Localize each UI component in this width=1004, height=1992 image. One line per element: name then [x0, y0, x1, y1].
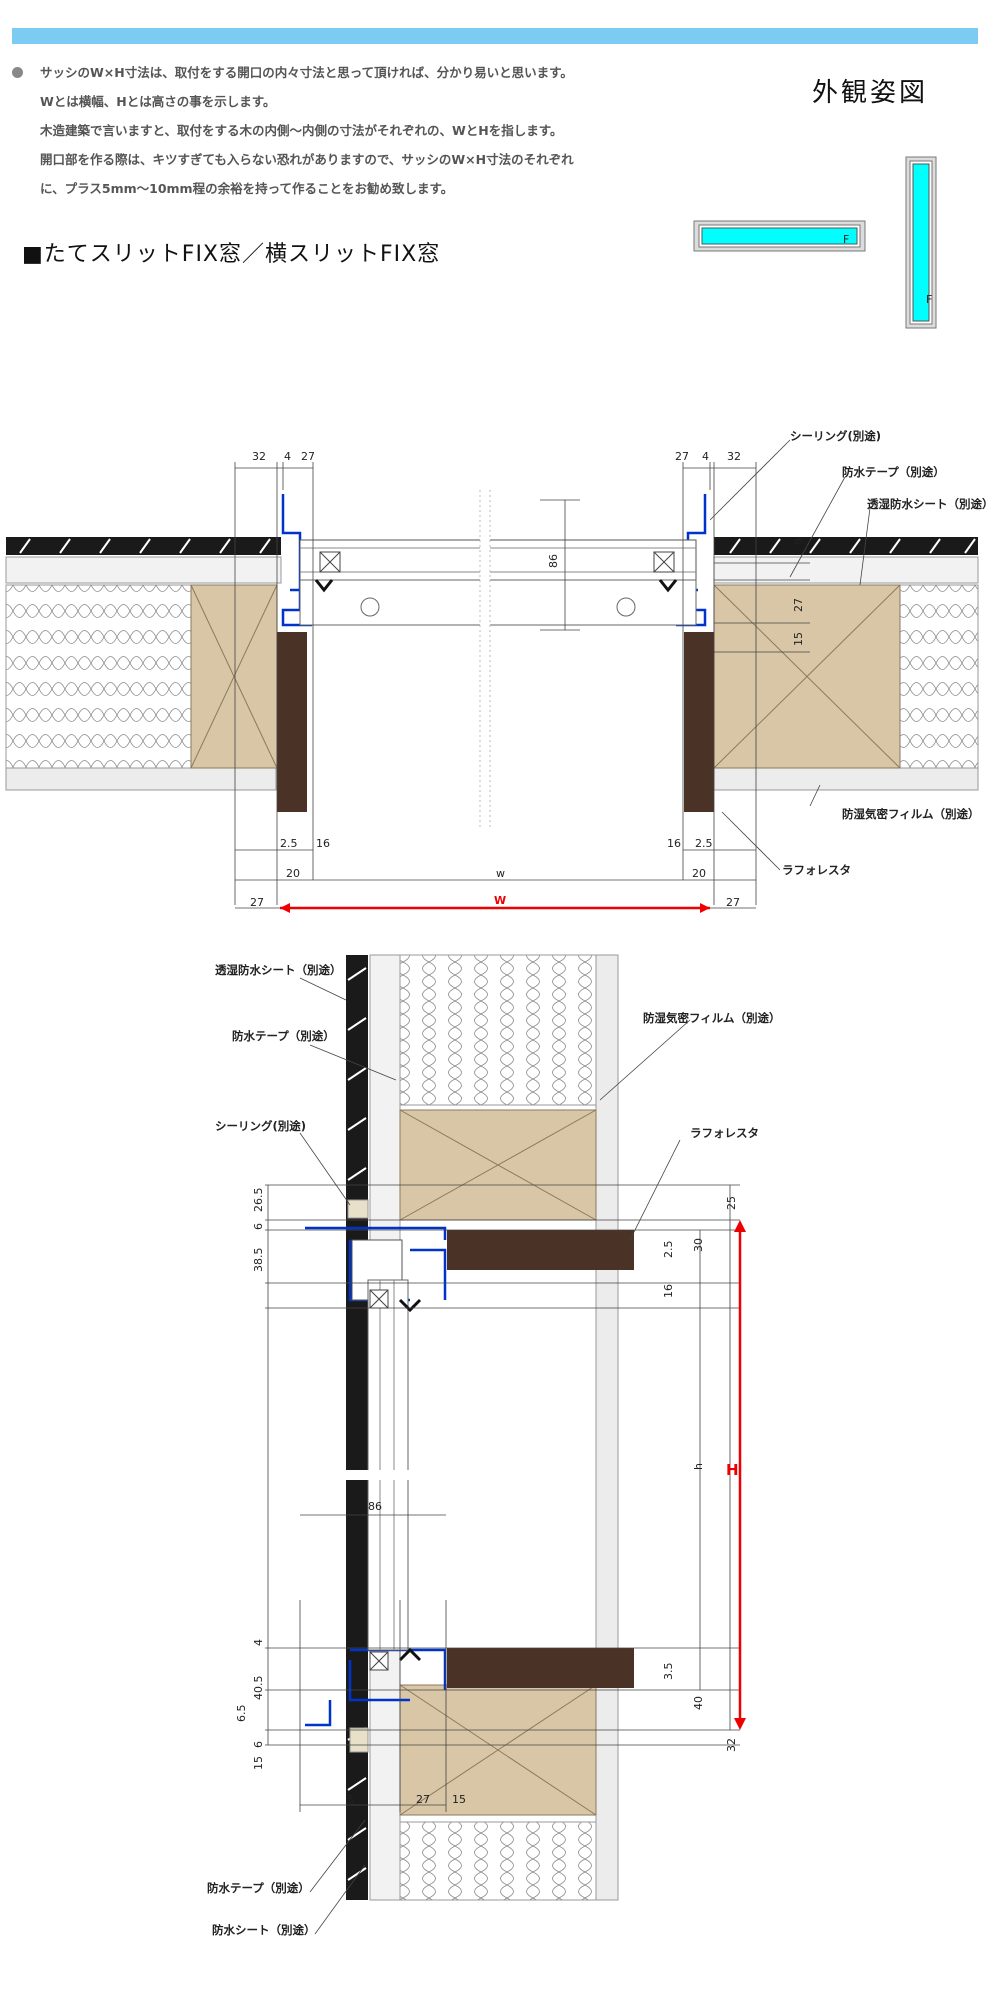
section-label-waterproof-sheet-bottom: 防水シート（別途） — [212, 1923, 316, 1937]
dim-text: 2.5 — [662, 1241, 675, 1259]
dim-text: 86 — [547, 554, 560, 568]
note-line: 木造建築で言いますと、取付をする木の内側～内側の寸法がそれぞれの、WとHを指しま… — [40, 123, 563, 138]
dim-text: 3.5 — [662, 1663, 675, 1681]
dim-text: 15 — [452, 1793, 466, 1806]
dim-text: 32 — [727, 450, 741, 463]
siding-vertical — [346, 955, 368, 1900]
laforesta-bottom — [447, 1648, 634, 1688]
dim-text: 40 — [692, 1696, 705, 1710]
dim-text: 4 — [252, 1639, 265, 1646]
top-accent-bar — [12, 28, 978, 44]
dim-text: 15 — [252, 1756, 265, 1770]
laforesta-right — [684, 632, 714, 812]
note-line: サッシのW×H寸法は、取付をする開口の内々寸法と思って頂ければ、分かり易いと思い… — [40, 65, 573, 80]
dim-text: 25 — [725, 1196, 738, 1210]
dim-text: 16 — [662, 1284, 675, 1298]
plan-label-laforesta: ラフォレスタ — [782, 863, 851, 877]
plan-label-breathable-sheet: 透湿防水シート（別途） — [867, 497, 994, 511]
notes-block: サッシのW×H寸法は、取付をする開口の内々寸法と思って頂ければ、分かり易いと思い… — [12, 58, 652, 203]
dim-text: 4 — [702, 450, 709, 463]
section-label-laforesta: ラフォレスタ — [690, 1126, 759, 1140]
plan-label-waterproof-tape: 防水テープ（別途） — [842, 465, 945, 479]
dim-text: 86 — [368, 1500, 382, 1513]
exterior-vertical-window: F — [905, 156, 937, 329]
dim-text: 15 — [792, 632, 805, 646]
dim-text: 27 — [416, 1793, 430, 1806]
fix-mark: F — [926, 293, 932, 306]
dim-text: 27 — [675, 450, 689, 463]
dim-text: 16 — [667, 837, 681, 850]
dim-text: 30 — [692, 1238, 705, 1252]
bullet-icon — [12, 67, 23, 78]
section-label-breathable-sheet: 透湿防水シート（別途） — [215, 963, 342, 977]
dim-text: 16 — [316, 837, 330, 850]
dim-text: 38.5 — [252, 1248, 265, 1273]
fix-mark: F — [843, 233, 849, 246]
dim-text: 20 — [692, 867, 706, 880]
dim-text: 27 — [250, 896, 264, 909]
dim-text: 26.5 — [252, 1188, 265, 1213]
plan-label-sealing: シーリング(別途) — [790, 429, 881, 443]
note-line: 開口部を作る際は、キツすぎても入らない恐れがありますので、サッシのW×H寸法のそ… — [40, 152, 574, 167]
dim-text: 9 — [792, 538, 805, 545]
section-label-waterproof-tape: 防水テープ（別途） — [232, 1029, 335, 1043]
section-label-vapor-film: 防湿気密フィルム（別途） — [643, 1011, 781, 1025]
siding-left — [6, 537, 281, 555]
dim-text: h — [692, 1463, 705, 1470]
note-line: Wとは横幅、Hとは高さの事を示します。 — [40, 94, 276, 109]
note-line: に、プラス5mm～10mm程の余裕を持って作ることをお勧め致します。 — [40, 181, 454, 196]
dim-text: 2.5 — [280, 837, 298, 850]
dim-text: 27 — [726, 896, 740, 909]
dim-text: 4 — [284, 450, 291, 463]
section-label-sealing: シーリング(別途) — [215, 1119, 306, 1133]
section-label-waterproof-tape-bottom: 防水テープ（別途） — [207, 1881, 310, 1895]
vertical-section-drawing — [265, 954, 746, 1935]
dim-text: 6 — [252, 1741, 265, 1748]
dim-text: 6 — [252, 1223, 265, 1230]
dim-text: 5 — [347, 1793, 354, 1806]
dim-text: 27 — [792, 598, 805, 612]
exterior-horizontal-window: F — [693, 220, 866, 252]
dim-H: H — [726, 1461, 739, 1479]
exterior-view-title: 外観姿図 — [812, 78, 929, 108]
plan-section-drawing — [5, 439, 979, 913]
dim-text: w — [496, 867, 505, 880]
laforesta-top — [447, 1230, 634, 1270]
laforesta-left — [277, 632, 307, 812]
dim-text: 32 — [252, 450, 266, 463]
dim-text: 2.5 — [695, 837, 713, 850]
dim-text: 40.5 — [252, 1676, 265, 1701]
dim-text: 20 — [286, 867, 300, 880]
dim-text: 6.5 — [235, 1705, 248, 1723]
dim-text: 32 — [725, 1738, 738, 1752]
plan-label-vapor-film: 防湿気密フィルム（別途） — [842, 807, 980, 821]
page-heading: ■たてスリットFIX窓／横スリットFIX窓 — [22, 242, 441, 267]
siding-right — [714, 537, 978, 555]
dim-W: W — [494, 894, 506, 907]
dim-text: 27 — [301, 450, 315, 463]
